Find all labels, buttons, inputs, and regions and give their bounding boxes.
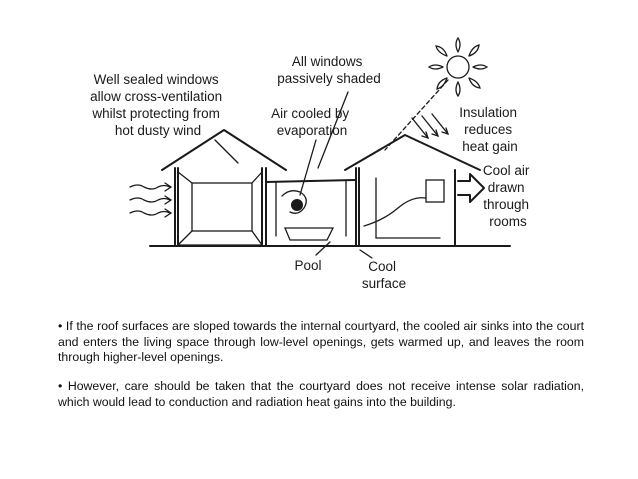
label-windows-shaded: All windows passively shaded (277, 54, 381, 86)
label-well-sealed-windows: Well sealed windows allow cross-ventilat… (90, 72, 226, 138)
label-cool-air: Cool air drawn through rooms (483, 163, 533, 229)
leader-lines (214, 79, 449, 259)
right-building (344, 134, 481, 247)
heat-arrows (411, 113, 450, 140)
courtyard (265, 179, 356, 241)
paragraph-sloped-roof: • If the roof surfaces are sloped toward… (58, 319, 584, 364)
courtyard-cooling-diagram: Well sealed windows allow cross-ventilat… (90, 36, 533, 291)
label-cool-surface: Cool surface (362, 259, 406, 291)
cool-air-arrow (457, 173, 485, 203)
label-pool: Pool (294, 258, 321, 273)
left-building (161, 129, 287, 246)
label-air-cooled: Air cooled by evaporation (271, 106, 353, 138)
paragraph-solar-radiation-warning: • However, care should be taken that the… (58, 379, 584, 409)
label-insulation: Insulation reduces heat gain (459, 105, 521, 154)
wind-arrows (129, 182, 173, 218)
sun-icon (427, 36, 489, 98)
